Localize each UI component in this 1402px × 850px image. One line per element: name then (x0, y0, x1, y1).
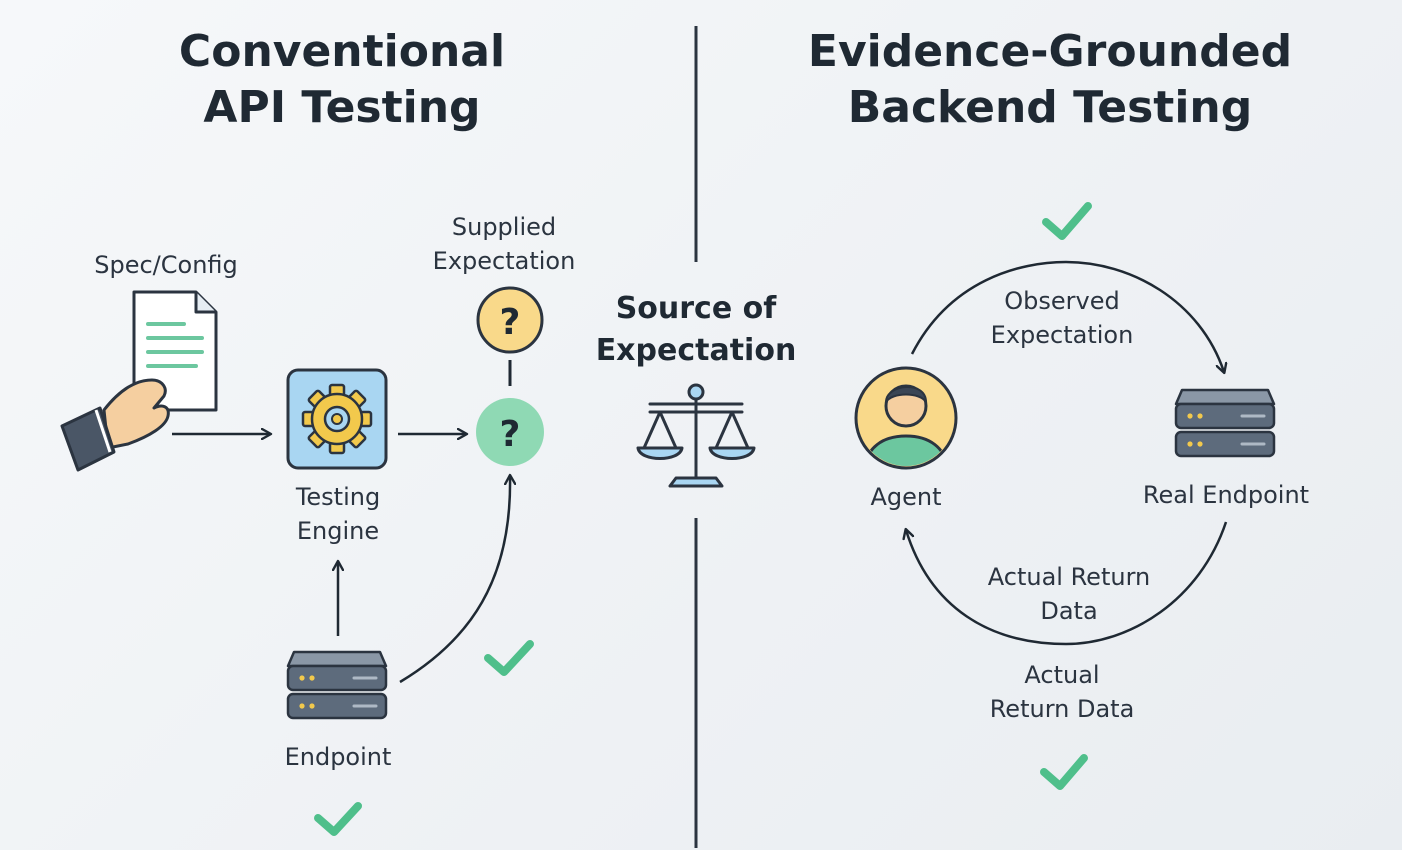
arrow-endpoint-to-agent (906, 521, 1228, 646)
agent-label: Agent (870, 483, 942, 511)
result-question-icon: ? (476, 398, 544, 466)
actual-return-data-outer-label: Actual Return Data (962, 658, 1162, 726)
actual-return-inner-line2: Data (1040, 597, 1098, 625)
left-title-line1: Conventional (178, 26, 506, 77)
right-title-line2: Backend Testing (847, 82, 1253, 133)
endpoint-server-icon (286, 650, 388, 720)
actual-return-outer-line2: Return Data (989, 695, 1135, 723)
left-title: Conventional API Testing (92, 24, 592, 136)
check-icon (314, 802, 362, 836)
supplied-expectation-line1: Supplied (451, 213, 557, 241)
center-label-line1: Source of (615, 291, 777, 326)
actual-return-data-inner-label: Actual Return Data (964, 560, 1174, 628)
observed-expectation-line2: Expectation (990, 321, 1134, 349)
check-icon (1042, 202, 1092, 240)
supplied-expectation-line2: Expectation (432, 247, 576, 275)
svg-text:?: ? (500, 302, 521, 343)
arrow-agent-to-endpoint (910, 260, 1224, 372)
svg-text:?: ? (500, 414, 521, 455)
actual-return-inner-line1: Actual Return (987, 563, 1151, 591)
real-endpoint-server-icon (1174, 388, 1276, 458)
check-icon (484, 640, 534, 676)
supplied-expectation-label: Supplied Expectation (404, 210, 604, 278)
hand-icon (60, 378, 170, 472)
source-of-expectation-label: Source of Expectation (576, 288, 816, 372)
spec-config-label: Spec/Config (94, 251, 238, 279)
testing-engine-label: Testing Engine (258, 480, 418, 548)
testing-engine-icon (286, 368, 388, 470)
arrow-endpoint-to-question (399, 476, 510, 684)
observed-expectation-line1: Observed (1004, 287, 1120, 315)
right-title: Evidence-Grounded Backend Testing (790, 24, 1310, 136)
center-label-line2: Expectation (595, 333, 797, 368)
left-title-line2: API Testing (203, 82, 481, 133)
observed-expectation-label: Observed Expectation (962, 284, 1162, 352)
supplied-question-icon: ? (476, 286, 544, 354)
right-title-line1: Evidence-Grounded (807, 26, 1293, 77)
agent-avatar-icon (854, 366, 958, 470)
scales-icon (636, 383, 756, 488)
real-endpoint-label: Real Endpoint (1142, 481, 1310, 509)
endpoint-label: Endpoint (284, 743, 392, 771)
check-icon (1040, 754, 1088, 790)
actual-return-outer-line1: Actual (1024, 661, 1100, 689)
testing-engine-line2: Engine (296, 517, 380, 545)
testing-engine-line1: Testing (295, 483, 381, 511)
